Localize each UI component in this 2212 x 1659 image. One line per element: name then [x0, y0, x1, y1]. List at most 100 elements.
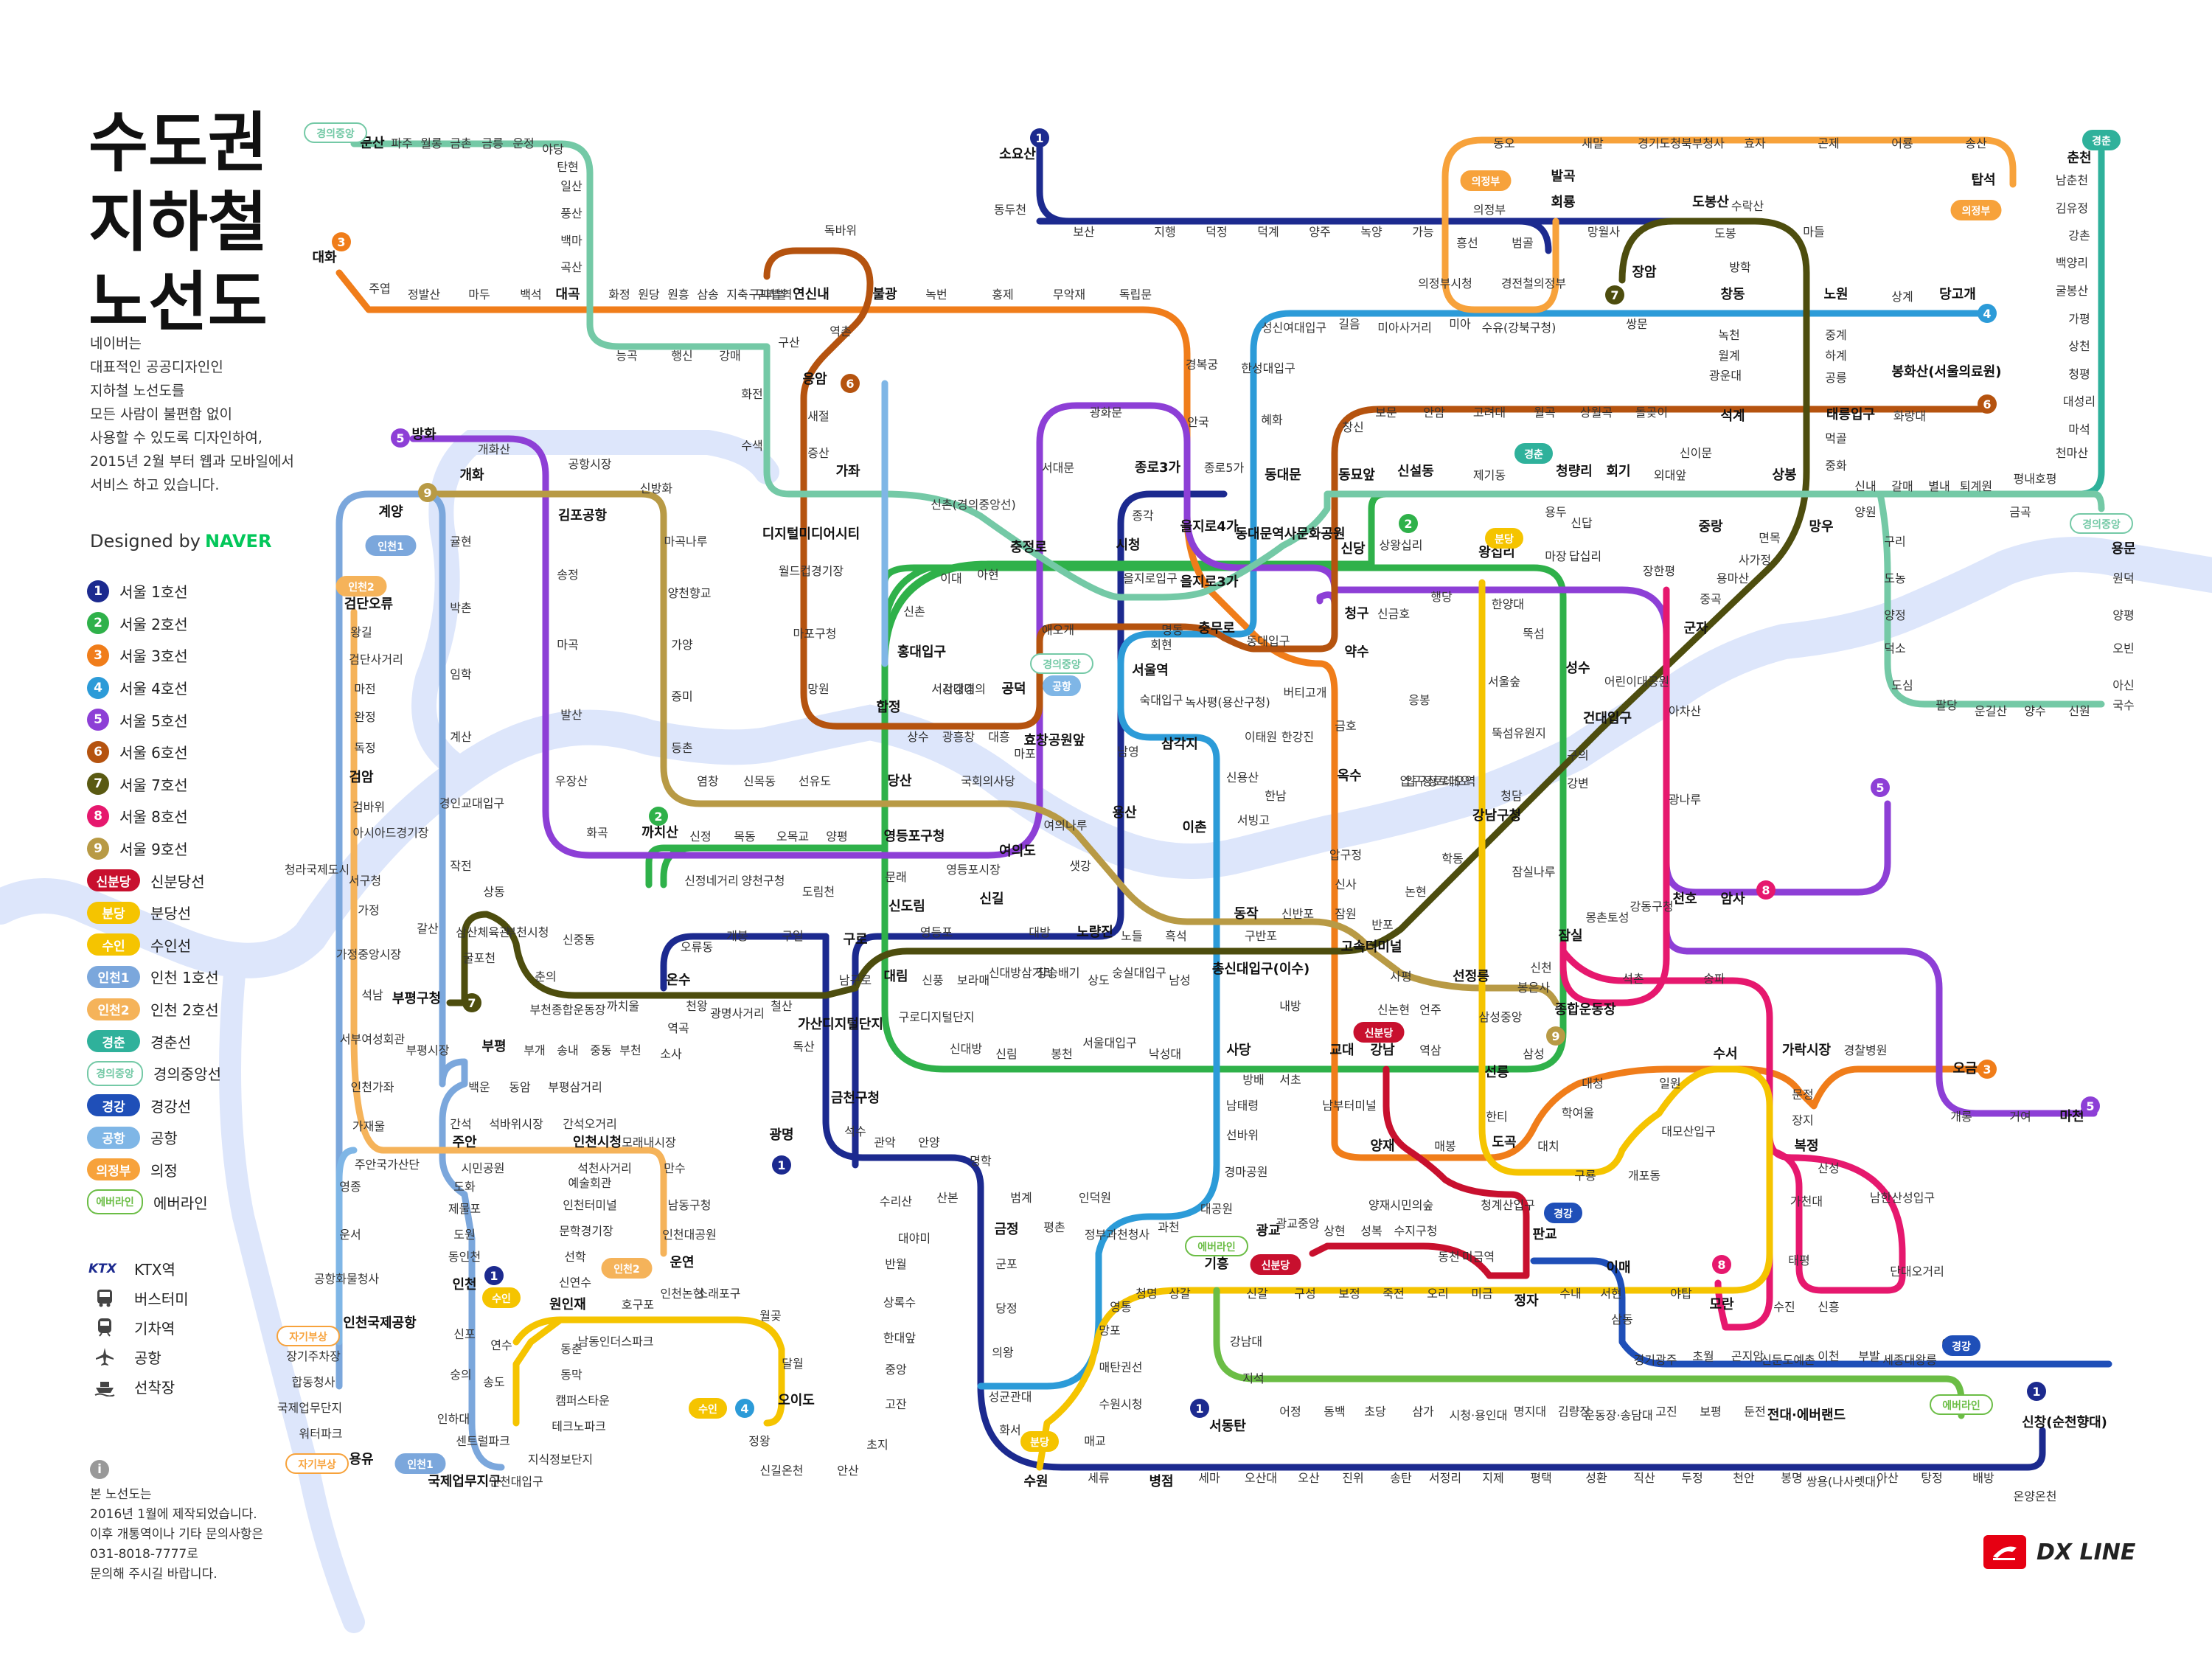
station[interactable]: 당정 — [995, 1301, 1017, 1315]
station[interactable]: 삼가 — [1412, 1405, 1434, 1419]
station[interactable]: 광화문 — [1090, 406, 1122, 420]
station[interactable]: 양원 — [1854, 505, 1876, 519]
station[interactable]: 동대입구 — [1247, 634, 1290, 648]
station[interactable]: 덕정 — [1206, 225, 1227, 239]
station[interactable]: 인하대 — [437, 1412, 470, 1426]
station[interactable]: 녹양 — [1360, 225, 1382, 239]
station[interactable]: 안양 — [918, 1135, 940, 1150]
station[interactable]: 경복궁 — [1186, 358, 1218, 372]
station[interactable]: 마천 — [2059, 1109, 2084, 1124]
station[interactable]: 마포 — [1014, 747, 1035, 761]
station[interactable]: 캠퍼스타운 — [555, 1394, 610, 1408]
station[interactable]: 곡산 — [560, 260, 582, 274]
station[interactable]: 오이도 — [778, 1393, 815, 1408]
station[interactable]: 신창(순천향대) — [2022, 1415, 2107, 1430]
station[interactable]: 버티고개 — [1284, 686, 1327, 700]
station[interactable]: 홍대입구 — [897, 644, 946, 660]
station[interactable]: 중화 — [1825, 459, 1847, 473]
station[interactable]: 장기주차장 — [286, 1349, 341, 1363]
station[interactable]: 봉화산(서울의료원) — [1892, 364, 2002, 380]
station[interactable]: 하계 — [1825, 349, 1846, 363]
station[interactable]: 천안 — [1733, 1471, 1755, 1485]
station[interactable]: 오류동 — [681, 940, 713, 954]
station[interactable]: 상봉 — [1772, 467, 1796, 483]
station[interactable]: 마석 — [2068, 422, 2090, 437]
station[interactable]: 천왕 — [686, 999, 708, 1013]
station[interactable]: 수리산 — [880, 1194, 912, 1208]
station[interactable]: 서부여성회관 — [340, 1032, 406, 1046]
station[interactable]: 숙대입구 — [1140, 693, 1183, 707]
station[interactable]: 미금역 — [1462, 1250, 1495, 1264]
station[interactable]: 배방 — [1972, 1471, 1994, 1485]
station[interactable]: 상현 — [1324, 1224, 1345, 1238]
station[interactable]: 대방 — [1029, 925, 1051, 939]
station[interactable]: 미아사거리 — [1377, 321, 1432, 335]
station[interactable]: 흥선 — [1456, 236, 1478, 250]
station[interactable]: 곤지암 — [1731, 1349, 1764, 1363]
station[interactable]: 신금호 — [1377, 607, 1410, 621]
station[interactable]: 여의나루 — [1044, 818, 1088, 832]
station[interactable]: 대야미 — [898, 1231, 931, 1245]
station[interactable]: 야탑 — [1670, 1287, 1692, 1301]
station[interactable]: 상천 — [2068, 339, 2090, 353]
station[interactable]: 왕십리 — [1478, 545, 1515, 560]
station[interactable]: 도림천 — [802, 885, 835, 899]
station[interactable]: 상도 — [1088, 973, 1109, 987]
station[interactable]: 청담 — [1500, 789, 1523, 803]
station[interactable]: 한대앞 — [883, 1331, 916, 1345]
station[interactable]: 공항시장 — [568, 457, 612, 471]
station[interactable]: 방배 — [1242, 1073, 1264, 1087]
station[interactable]: 중앙 — [885, 1363, 907, 1377]
station[interactable]: 용산 — [1112, 805, 1137, 821]
station[interactable]: 탕정 — [1921, 1471, 1942, 1485]
station[interactable]: 성수 — [1565, 661, 1590, 676]
station[interactable]: 개화 — [459, 467, 484, 483]
station[interactable]: 충무로 — [1198, 621, 1235, 636]
station[interactable]: 행당 — [1430, 590, 1453, 604]
station[interactable]: 연신내 — [793, 287, 830, 302]
station[interactable]: 별내 — [1928, 479, 1950, 493]
station[interactable]: 태평 — [1788, 1253, 1809, 1267]
station[interactable]: 수색 — [741, 439, 762, 453]
station[interactable]: 대성리 — [2063, 394, 2096, 408]
station[interactable]: 탑석 — [1971, 173, 1995, 188]
station[interactable]: 구일 — [782, 929, 803, 943]
station[interactable]: 화서 — [999, 1423, 1020, 1437]
station[interactable]: 고속터미널 — [1341, 939, 1402, 955]
station[interactable]: 소래포구 — [698, 1287, 741, 1301]
station[interactable]: 백운 — [468, 1080, 490, 1094]
station[interactable]: 증미 — [671, 689, 692, 703]
station[interactable]: 홍제 — [992, 288, 1013, 302]
station[interactable]: 도봉산 — [1692, 195, 1729, 210]
station[interactable]: 봉천 — [1051, 1047, 1072, 1061]
station[interactable]: 수원 — [1023, 1474, 1048, 1489]
station[interactable]: 선학 — [564, 1250, 586, 1264]
station[interactable]: 광흥창 — [942, 730, 975, 744]
station[interactable]: 행신 — [671, 349, 692, 363]
station[interactable]: 신대방삼거리 — [989, 966, 1054, 980]
station[interactable]: 한남 — [1265, 789, 1287, 803]
station[interactable]: 초당 — [1364, 1405, 1386, 1419]
station[interactable]: 서동탄 — [1209, 1419, 1246, 1434]
station[interactable]: 이매 — [1606, 1260, 1630, 1276]
station[interactable]: 숭의 — [450, 1368, 471, 1382]
station[interactable]: 간석 — [450, 1117, 471, 1131]
station[interactable]: 몽촌토성 — [1586, 911, 1630, 925]
station[interactable]: 신천 — [1530, 961, 1551, 975]
station[interactable]: 곤제 — [1818, 136, 1839, 150]
station[interactable]: 수내 — [1559, 1287, 1581, 1301]
station[interactable]: 양천향교 — [668, 586, 712, 600]
station[interactable]: 공덕 — [1001, 681, 1026, 697]
station[interactable]: 수지구청 — [1394, 1224, 1438, 1238]
station[interactable]: 영통 — [1110, 1300, 1131, 1314]
station[interactable]: 구로디지털단지 — [898, 1010, 974, 1024]
station[interactable]: 독바위 — [824, 223, 857, 237]
station[interactable]: 판교 — [1532, 1227, 1557, 1242]
station[interactable]: 송정 — [557, 568, 578, 582]
station[interactable]: 샛강 — [1069, 859, 1091, 873]
station[interactable]: 오산 — [1298, 1471, 1320, 1485]
station[interactable]: 신중동 — [563, 933, 595, 947]
station[interactable]: 약수 — [1344, 644, 1368, 660]
station[interactable]: 가락시장 — [1782, 1043, 1832, 1058]
station[interactable]: 광교 — [1256, 1223, 1280, 1239]
